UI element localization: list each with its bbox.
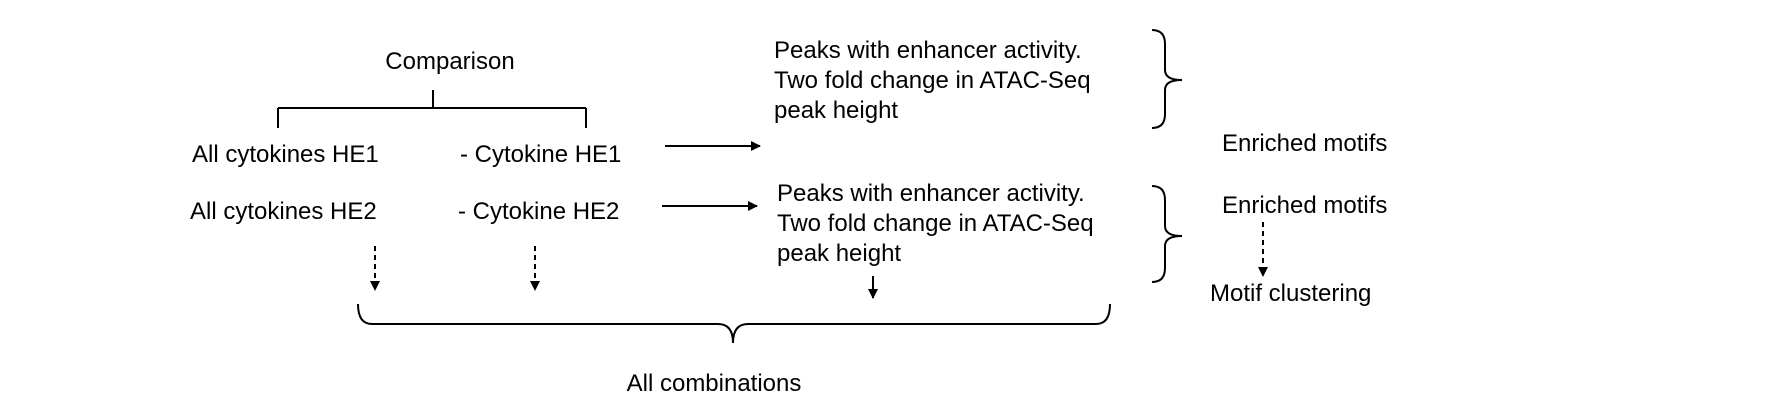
minus-cytokine-he1-label: - Cytokine HE1 <box>460 141 622 168</box>
comparison-bracket <box>277 90 587 128</box>
minus-cytokine-he2-label: - Cytokine HE2 <box>458 198 620 225</box>
peaks-enhancer-top-text: Peaks with enhancer activity. Two fold c… <box>774 37 1091 124</box>
all-cytokines-he2-label: All cytokines HE2 <box>190 198 377 225</box>
peaks-enhancer-bottom-text: Peaks with enhancer activity. Two fold c… <box>777 180 1094 267</box>
comparison-label: Comparison <box>385 48 515 75</box>
all-combinations-label: All combinations <box>626 370 802 397</box>
enriched-motifs-top-label: Enriched motifs <box>1222 130 1388 157</box>
brace-all-combinations <box>357 303 1111 344</box>
brace-top <box>1151 29 1183 129</box>
motif-clustering-label: Motif clustering <box>1210 280 1372 307</box>
brace-bottom <box>1151 185 1183 283</box>
enriched-motifs-bottom-label: Enriched motifs <box>1222 192 1388 219</box>
all-cytokines-he1-label: All cytokines HE1 <box>192 141 379 168</box>
